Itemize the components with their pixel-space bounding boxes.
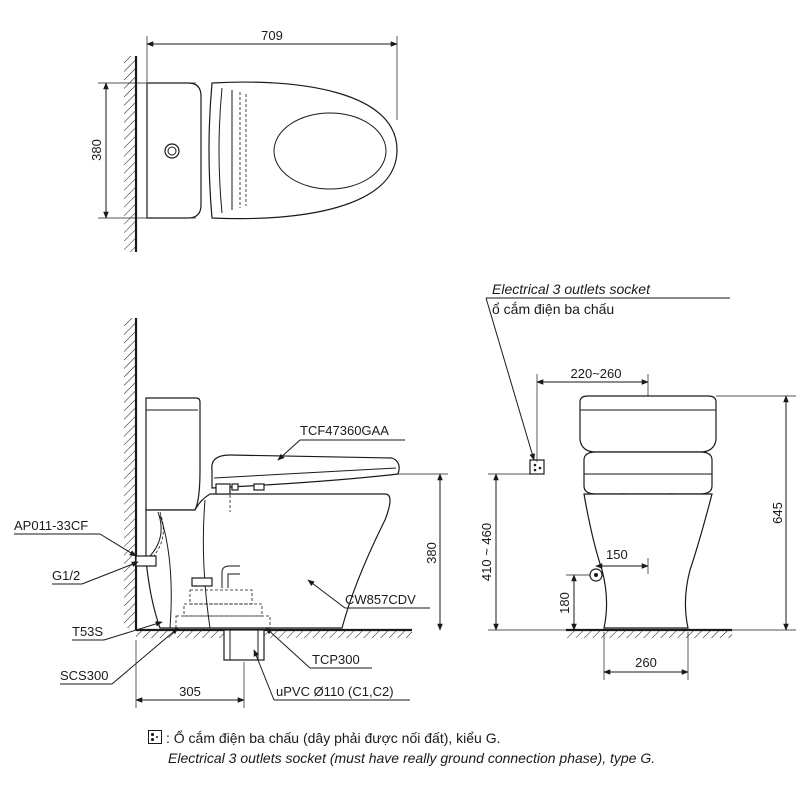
label-pipe: uPVC Ø110 (C1,C2) [276,684,394,699]
front-seat [583,451,713,495]
side-floor-hatch [136,630,412,638]
socket-title: Electrical 3 outlets socket [492,281,651,297]
socket-icon [148,730,162,744]
side-seat [211,454,400,489]
top-seat [208,81,398,220]
footnote: : Ổ cắm điện ba chấu (dây phải được nối … [148,728,788,768]
top-dim-width: 380 [89,139,104,161]
flush-button-icon [164,143,180,159]
front-dim-total-height: 645 [770,502,785,524]
front-dim-socket-height: 410 ~ 460 [479,523,494,581]
label-valve: AP011-33CF [14,518,88,533]
front-dim-socket-offset: 220~260 [571,366,622,381]
top-bowl-opening [273,112,387,190]
label-scs300: SCS300 [60,668,108,683]
footnote-text-en: Electrical 3 outlets socket (must have r… [168,750,656,766]
front-dim-supply-offset: 150 [606,547,628,562]
stop-valve [135,555,157,567]
side-wall-hatch [124,318,136,628]
label-t53s: T53S [72,624,103,639]
top-dim-length: 709 [261,28,283,43]
side-dim-seat-height: 380 [424,542,439,564]
socket-title-vi: ổ cắm điện ba chấu [492,301,614,317]
label-bowl-model: CW857CDV [345,592,416,607]
top-wall-hatch [124,56,136,252]
footnote-row-vi: : Ổ cắm điện ba chấu (dây phải được nối … [148,728,788,748]
front-view: Electrical 3 outlets socket ổ cắm điện b… [479,281,796,680]
label-seat-model: TCF47360GAA [300,423,389,438]
side-view: 380 305 TCF47360GAA CW857CDV AP011-33CF … [14,318,448,708]
label-tcp300: TCP300 [312,652,360,667]
footnote-text-vi: : Ổ cắm điện ba chấu (dây phải được nối … [166,730,501,746]
side-dim-rough-in: 305 [179,684,201,699]
front-tank [579,395,717,453]
front-dim-supply-height: 180 [557,592,572,614]
top-view: 709 380 [89,28,398,252]
side-tank [145,397,201,511]
label-thread: G1/2 [52,568,80,583]
side-bowl [145,493,391,629]
front-floor-hatch [566,630,732,638]
socket-icon [529,459,545,475]
front-dim-base-width: 260 [635,655,657,670]
